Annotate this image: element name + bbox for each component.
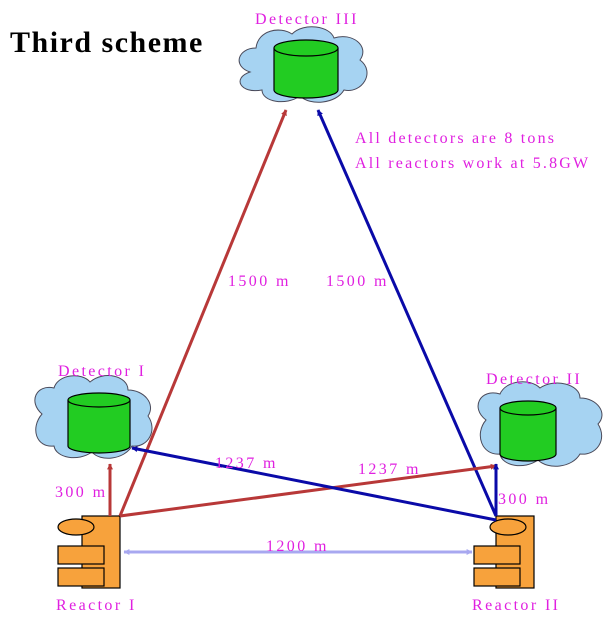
page-title: Third scheme: [10, 26, 204, 59]
detector-1-tank: [67, 400, 131, 454]
distance-label-r2-d2: 300 m: [498, 491, 550, 508]
detector-1-label: Detector I: [58, 363, 146, 380]
reactor-1-unit-b: [57, 567, 105, 587]
arrow-reactor2-to-detector1: [131, 446, 497, 522]
distance-label-r2-d3: 1500 m: [326, 273, 389, 290]
note-reactor-power: All reactors work at 5.8GW: [355, 155, 590, 172]
arrow-reactor2-to-detector3: [316, 109, 498, 517]
detector-3-tank: [273, 48, 339, 99]
detector-2-label: Detector II: [486, 371, 582, 388]
distance-label-r1-r2: 1200 m: [266, 538, 329, 555]
reactor-1-label: Reactor I: [56, 597, 137, 614]
detector-3: Detector III: [238, 11, 368, 103]
detector-2-tank-top: [499, 400, 557, 416]
distance-label-r1-d2: 1237 m: [358, 461, 421, 478]
detector-1-tank-top: [67, 392, 131, 408]
reactor-1-dome: [57, 518, 95, 536]
reactor-1-unit-a: [57, 545, 105, 565]
detector-1: Detector I: [34, 363, 153, 459]
distance-label-r2-d1: 1237 m: [215, 455, 278, 472]
reactor-1: Reactor I: [56, 515, 137, 614]
reactor-2: Reactor II: [472, 515, 560, 614]
reactor-2-unit-b: [473, 567, 521, 587]
arrow-reactor1-to-detector2: [119, 463, 497, 518]
detector-3-label: Detector III: [255, 11, 359, 28]
reactor-2-dome: [489, 518, 527, 536]
detector-3-tank-top: [273, 39, 339, 57]
distance-label-r1-d3: 1500 m: [228, 273, 291, 290]
distance-label-r1-d1: 300 m: [55, 484, 107, 501]
detector-2-tank: [499, 408, 557, 462]
reactor-2-unit-a: [473, 545, 521, 565]
arrow-reactor1-to-detector3: [118, 109, 288, 517]
reactor-2-label: Reactor II: [472, 597, 560, 614]
note-detector-mass: All detectors are 8 tons: [355, 130, 556, 147]
detector-2: Detector II: [477, 371, 603, 467]
